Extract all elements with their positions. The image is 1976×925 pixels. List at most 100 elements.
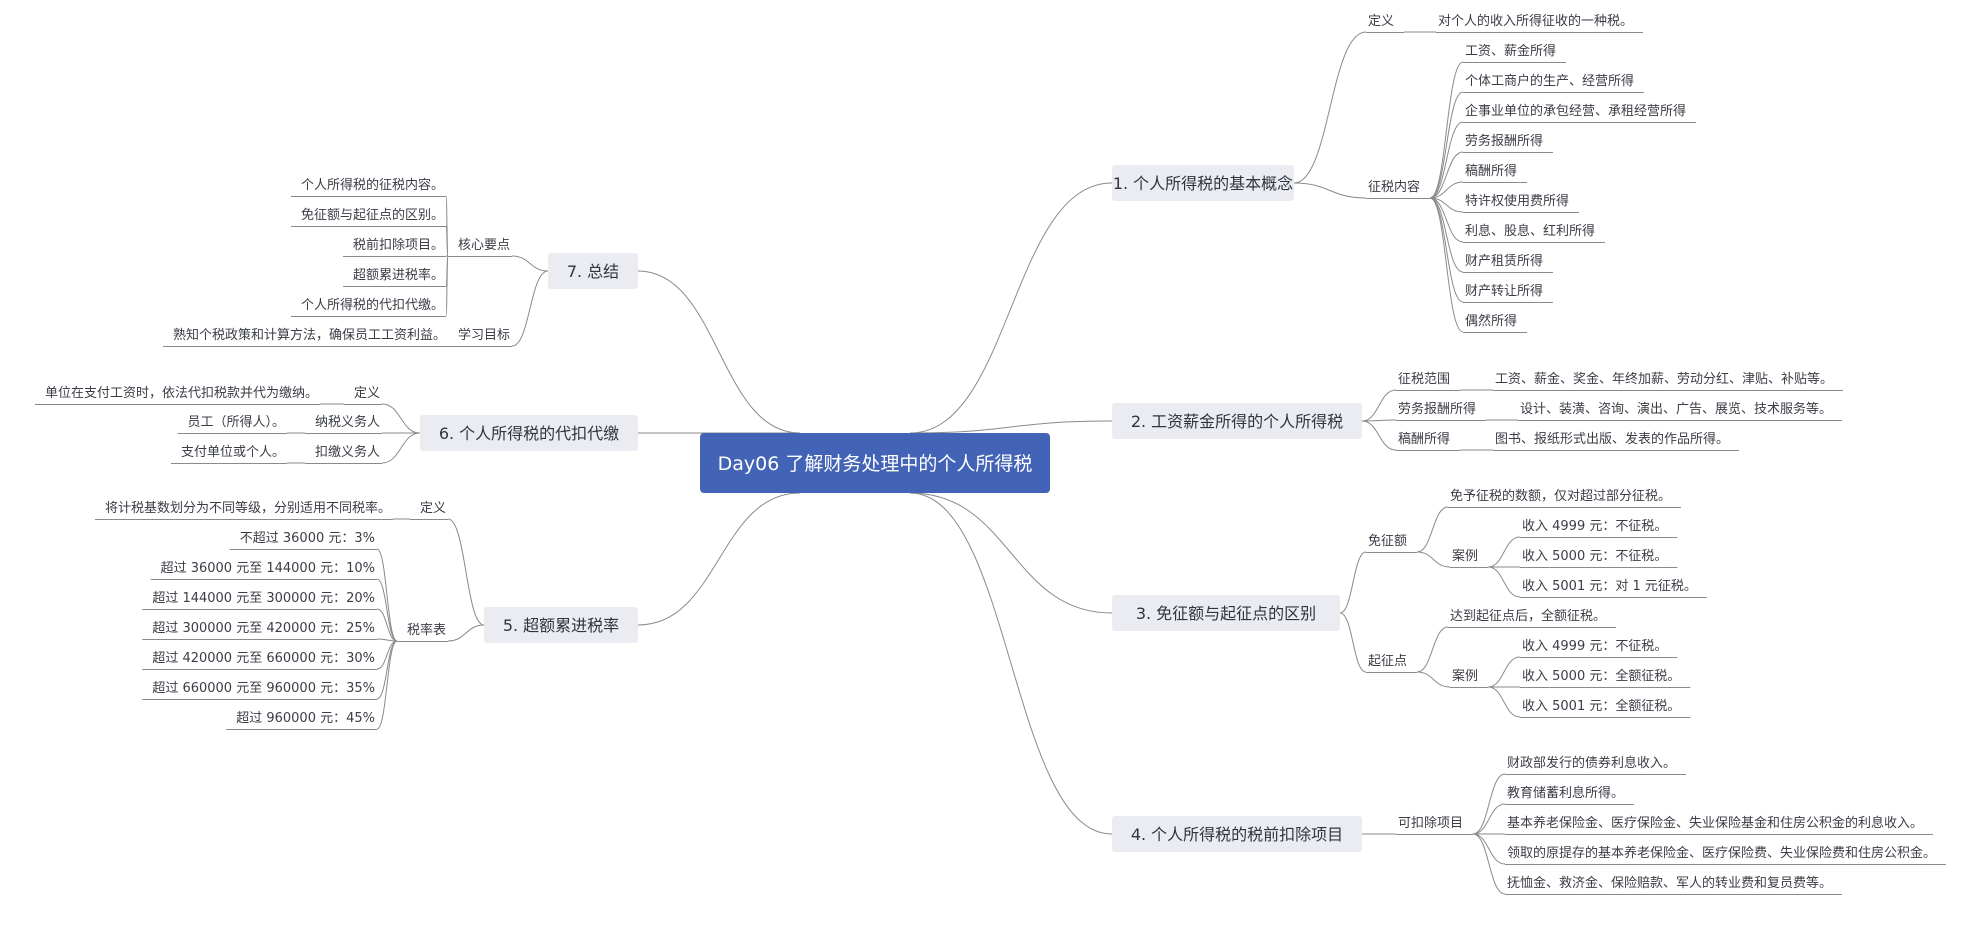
node-b3-b: 起征点 [1368, 654, 1407, 669]
node-b1-con: 征税内容 [1368, 179, 1420, 195]
node-b3-a: 免征额 [1368, 534, 1407, 549]
leaf-item: 税前扣除项目。 [353, 237, 444, 253]
connector [447, 624, 485, 642]
connector [376, 578, 398, 642]
connector [1429, 151, 1464, 199]
branch-box [420, 415, 638, 451]
leaf-item: 抚恤金、救济金、保险赔款、军人的转业费和复员费等。 [1507, 875, 1832, 891]
branch-box [1112, 165, 1294, 201]
leaf-item: 基本养老保险金、医疗保险金、失业保险基金和住房公积金的利息收入。 [1507, 815, 1923, 831]
connector [447, 518, 485, 626]
branch-label: 5. 超额累进税率 [503, 616, 619, 635]
leaf-item: 收入 4999 元：不征税。 [1522, 639, 1667, 654]
leaf-item: 对个人的收入所得征收的一种税。 [1438, 13, 1633, 29]
leaf-item: 设计、装潢、咨询、演出、广告、展览、技术服务等。 [1520, 401, 1832, 417]
node-b6-def: 定义 [354, 386, 380, 401]
connector [381, 432, 421, 464]
connector [1416, 626, 1449, 673]
leaf-item: 偶然所得 [1465, 313, 1517, 329]
leaf-item: 收入 5000 元：不征税。 [1522, 549, 1667, 564]
branch-3[interactable]: 3. 免征额与起征点的区别 [1112, 595, 1340, 631]
connector [1472, 803, 1506, 835]
node-b7-key: 核心要点 [458, 238, 510, 253]
connector [909, 420, 1113, 434]
branch-5[interactable]: 5. 超额累进税率 [484, 607, 638, 643]
connector [1429, 91, 1464, 199]
connector [1487, 566, 1521, 598]
branch-box [1112, 403, 1362, 439]
connector [1429, 197, 1464, 303]
leaf-item: 员工（所得人）。 [187, 414, 285, 430]
connector [1417, 551, 1451, 568]
branch-label: 4. 个人所得税的税前扣除项目 [1131, 825, 1343, 844]
leaf-underlines [34, 32, 1947, 895]
leaf-item: 财政部发行的债券利息收入。 [1507, 755, 1676, 771]
node-b6-tax: 纳税义务人 [315, 414, 380, 430]
leaf-item: 领取的原提存的基本养老保险金、医疗保险费、失业保险费和住房公积金。 [1507, 845, 1936, 861]
leaf-item: 特许权使用费所得 [1465, 193, 1569, 209]
leaf-item: 超额累进税率。 [353, 267, 444, 283]
branch-label: 1. 个人所得税的基本概念 [1113, 174, 1293, 193]
connector [1361, 420, 1397, 451]
leaf-item: 收入 4999 元：不征税。 [1522, 519, 1667, 534]
connector [909, 492, 1113, 614]
branch-7[interactable]: 7. 总结 [548, 253, 638, 289]
branch-label: 6. 个人所得税的代扣代缴 [439, 424, 619, 443]
leaf-item: 财产转让所得 [1465, 283, 1543, 299]
connector [1417, 671, 1451, 688]
connector [1429, 197, 1464, 273]
connector [445, 225, 449, 257]
leaf-item: 企事业单位的承包经营、承租经营所得 [1465, 103, 1686, 119]
connector [376, 640, 398, 730]
connector [1487, 536, 1521, 568]
leaf-item: 图书、报纸形式出版、发表的作品所得。 [1495, 431, 1729, 447]
branch-box [1112, 595, 1340, 631]
node-b5-tab: 税率表 [407, 622, 446, 638]
branch-label: 7. 总结 [567, 262, 619, 281]
node-b7-goal: 学习目标 [458, 327, 510, 343]
mind-map-nodes: 1. 个人所得税的基本概念定义对个人的收入所得征收的一种税。征税内容工资、薪金所… [45, 13, 1936, 891]
branch-label: 2. 工资薪金所得的个人所得税 [1131, 412, 1343, 431]
leaf-item: 熟知个税政策和计算方法，确保员工工资利益。 [173, 327, 446, 343]
connector [1487, 656, 1521, 688]
connector [909, 182, 1113, 434]
connector [1429, 197, 1464, 333]
connector [376, 608, 398, 642]
leaf-item: 收入 5001 元：对 1 元征税。 [1522, 579, 1697, 594]
node-b1-def: 定义 [1368, 14, 1394, 29]
branch-4[interactable]: 4. 个人所得税的税前扣除项目 [1112, 816, 1362, 852]
leaf-item: 超过 420000 元至 660000 元：30% [152, 651, 375, 666]
node-b2-b: 劳务报酬所得 [1398, 401, 1476, 417]
leaf-item: 个体工商户的生产、经营所得 [1465, 73, 1634, 89]
leaf-item: 稿酬所得 [1465, 163, 1517, 179]
connector-lines [287, 31, 1521, 895]
connector [1487, 686, 1521, 718]
branch-6[interactable]: 6. 个人所得税的代扣代缴 [420, 415, 638, 451]
leaf-item: 个人所得税的代扣代缴。 [301, 297, 444, 313]
leaf-item: 支付单位或个人。 [181, 445, 285, 460]
leaf-item: 免征额与起征点的区别。 [301, 207, 444, 223]
leaf-item: 工资、薪金所得 [1465, 43, 1556, 59]
root-node[interactable]: Day06 了解财务处理中的个人所得税 [700, 433, 1050, 493]
connector [637, 270, 801, 434]
branch-1[interactable]: 1. 个人所得税的基本概念 [1112, 165, 1294, 201]
connector [1339, 612, 1367, 673]
connector [1361, 389, 1397, 422]
connector [1430, 181, 1464, 199]
node-b6-wh: 扣缴义务人 [315, 444, 380, 460]
branch-2[interactable]: 2. 工资薪金所得的个人所得税 [1112, 403, 1362, 439]
node-b5-def: 定义 [420, 501, 446, 516]
connector [1472, 773, 1506, 835]
leaf-item: 不超过 36000 元：3% [240, 531, 375, 546]
branch-label: 3. 免征额与起征点的区别 [1136, 604, 1316, 623]
leaf-item: 工资、薪金、奖金、年终加薪、劳动分红、津贴、补贴等。 [1495, 371, 1833, 387]
leaf-item: 免予征税的数额，仅对超过部分征税。 [1450, 488, 1671, 504]
leaf-item: 超过 300000 元至 420000 元：25% [152, 621, 375, 636]
leaf-item: 超过 960000 元：45% [236, 711, 375, 726]
branch-box [1112, 816, 1362, 852]
leaf-item: 单位在支付工资时，依法代扣税款并代为缴纳。 [45, 386, 318, 401]
connector [1429, 61, 1464, 199]
connector [376, 548, 398, 642]
leaf-item: 将计税基数划分为不同等级，分别适用不同税率。 [105, 500, 391, 516]
